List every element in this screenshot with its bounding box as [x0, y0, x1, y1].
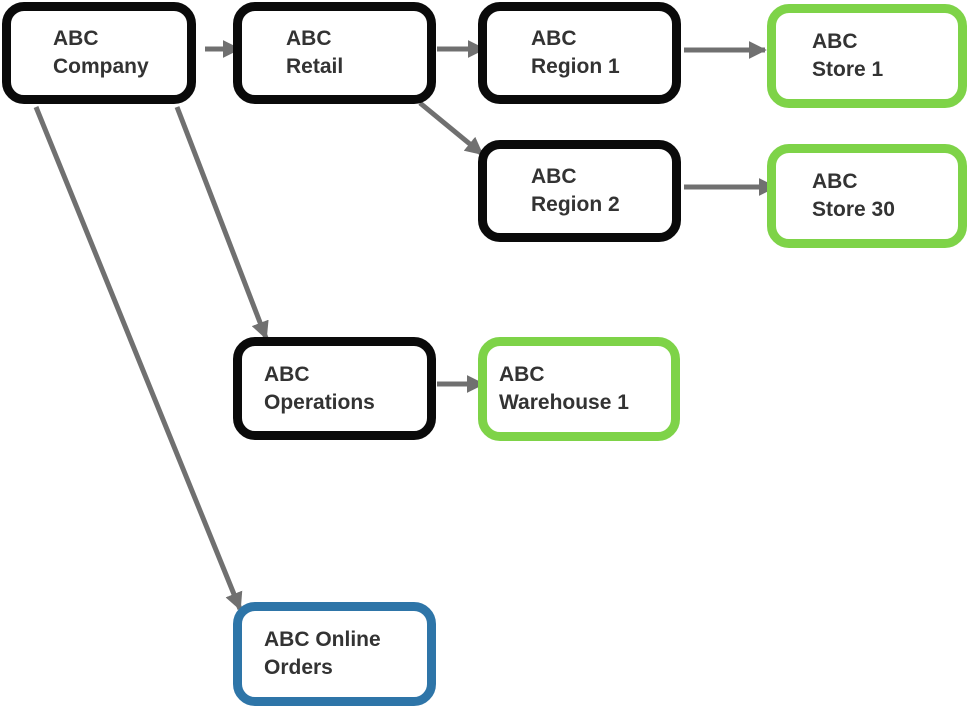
node-label-line1: ABC: [812, 30, 858, 53]
arrow-company-to-operations: [174, 106, 269, 340]
node-label-line1: ABC: [531, 27, 577, 50]
node-abc-store-1: ABC Store 1: [767, 4, 967, 108]
node-abc-region-2: ABC Region 2: [478, 140, 681, 242]
node-label-line2: Company: [53, 55, 149, 78]
node-abc-warehouse-1: ABC Warehouse 1: [478, 337, 680, 441]
node-abc-region-1: ABC Region 1: [478, 2, 681, 104]
node-label-line2: Region 1: [531, 55, 620, 78]
arrow-company-to-online: [33, 106, 243, 611]
node-label-line1: ABC: [264, 362, 310, 386]
node-label-line2: Store 1: [812, 58, 884, 81]
node-abc-retail: ABC Retail: [233, 2, 436, 104]
node-label-line1: ABC: [499, 363, 545, 386]
node-label-line1: ABC: [286, 27, 332, 50]
node-label-line1: ABC: [531, 165, 577, 188]
arrow-retail-to-region2: [418, 101, 484, 156]
node-label-line2: Retail: [286, 55, 344, 78]
node-label-line2: Store 30: [812, 198, 895, 221]
node-label-line1: ABC: [53, 27, 99, 50]
node-label-line2: Region 2: [531, 193, 620, 216]
node-abc-online-orders: ABC Online Orders: [233, 602, 436, 706]
node-abc-operations: ABC Operations: [233, 337, 436, 440]
node-label-line1: ABC: [812, 170, 858, 193]
node-abc-store-30: ABC Store 30: [767, 144, 967, 248]
node-label-line2: Warehouse 1: [499, 391, 629, 414]
node-label-line2: Orders: [264, 656, 333, 679]
node-label-line1: ABC Online: [264, 628, 381, 651]
node-abc-company: ABC Company: [2, 2, 196, 104]
node-label-line2: Operations: [264, 390, 375, 414]
